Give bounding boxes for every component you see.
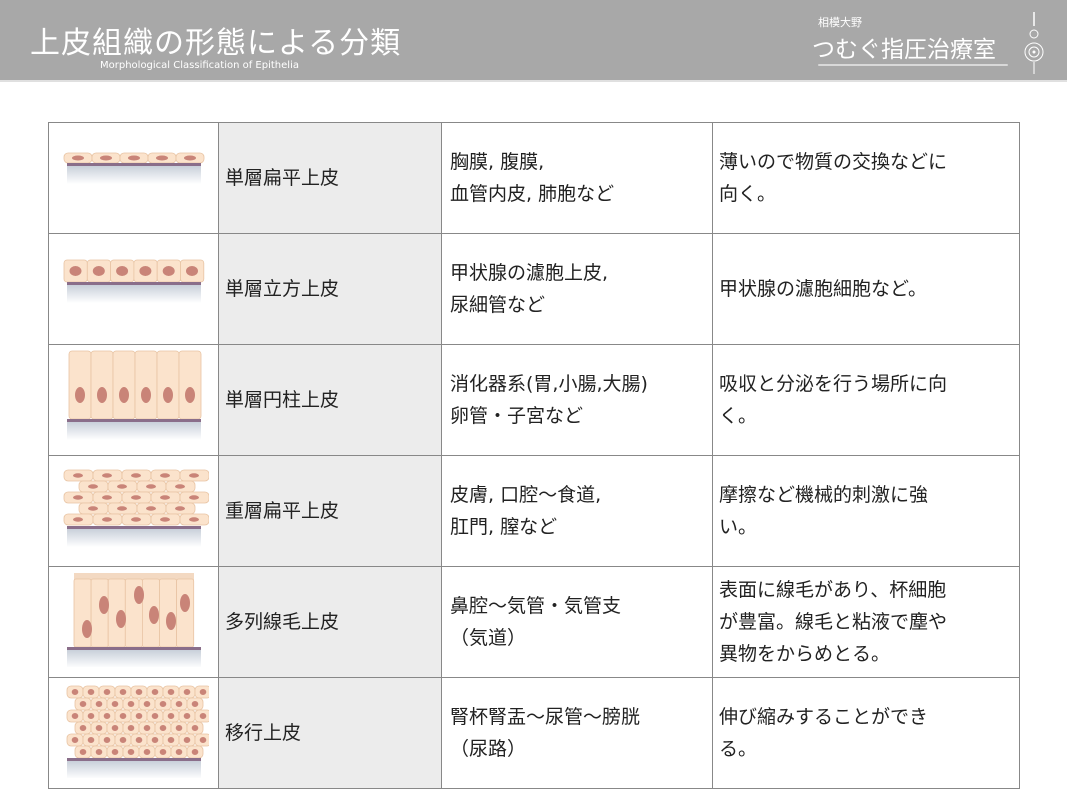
location-line: 腎杯腎盂〜尿管〜膀胱 [450,706,641,728]
epithelium-feature: 摩擦など機械的刺激に強い。 [712,455,1020,567]
epithelium-name: 単層立方上皮 [218,233,442,345]
stratified-epithelium-illustration [48,455,219,567]
epithelium-location: 甲状腺の濾胞上皮, 尿細管など [441,233,713,345]
epithelium-name: 単層扁平上皮 [218,122,442,234]
epithelium-location: 皮膚, 口腔〜食道, 肛門, 膣など [441,455,713,567]
feature-line: 表面に線毛があり、杯細胞 [719,579,947,601]
table-row: 重層扁平上皮 皮膚, 口腔〜食道, 肛門, 膣など 摩擦など機械的刺激に強い。 [48,455,1020,567]
epithelium-feature: 薄いので物質の交換などに向く。 [712,122,1020,234]
feature-line: 甲状腺の濾胞細胞など。 [719,278,928,300]
brand-underline [818,64,1008,66]
table-row: 単層円柱上皮 消化器系(胃,小腸,大腸) 卵管・子宮など 吸収と分泌を行う場所に向… [48,344,1020,456]
table-row: 移行上皮 腎杯腎盂〜尿管〜膀胱 （尿路） 伸び縮みすることができる。 [48,677,1020,789]
location-line: （尿路） [450,738,527,760]
epithelium-feature: 甲状腺の濾胞細胞など。 [712,233,1020,345]
location-line: 血管内皮, 肺胞など [450,183,615,205]
epithelia-table: 単層扁平上皮 胸膜, 腹膜, 血管内皮, 肺胞など 薄いので物質の交換などに向く。… [48,122,1020,789]
brand-name: つむぐ指圧治療室 [812,37,996,63]
location-line: 消化器系(胃,小腸,大腸) [450,373,648,395]
feature-line: 伸び縮みすることができ [719,706,929,728]
feature-line: 向く。 [719,183,777,205]
location-line: 甲状腺の濾胞上皮, [450,262,609,284]
epithelium-name: 多列線毛上皮 [218,566,442,678]
spiral-logo-icon [1024,12,1044,74]
location-line: 鼻腔〜気管・気管支 [450,595,622,617]
epithelium-name: 単層円柱上皮 [218,344,442,456]
epithelium-location: 鼻腔〜気管・気管支 （気道） [441,566,713,678]
table-row: 多列線毛上皮 鼻腔〜気管・気管支 （気道） 表面に線毛があり、杯細胞が豊富。線毛と… [48,566,1020,678]
feature-line: 薄いので物質の交換などに [719,151,948,173]
header-banner: 上皮組織の形態による分類 Morphological Classificatio… [0,0,1067,82]
location-line: （気道） [450,627,527,649]
location-line: 胸膜, 腹膜, [450,151,545,173]
feature-line: が豊富。線毛と粘液で塵や [719,611,948,633]
location-line: 尿細管など [450,294,546,316]
table-row: 単層立方上皮 甲状腺の濾胞上皮, 尿細管など 甲状腺の濾胞細胞など。 [48,233,1020,345]
epithelium-name: 重層扁平上皮 [218,455,442,567]
location-line: 皮膚, 口腔〜食道, [450,484,602,506]
epithelium-feature: 伸び縮みすることができる。 [712,677,1020,789]
feature-line: く。 [719,405,758,427]
epithelium-feature: 吸収と分泌を行う場所に向く。 [712,344,1020,456]
epithelium-name: 移行上皮 [218,677,442,789]
brand-location: 相模大野 [818,16,862,29]
columnar-epithelium-illustration [48,344,219,456]
feature-line: い。 [719,516,758,538]
feature-line: 摩擦など機械的刺激に強 [719,484,929,506]
epithelium-location: 胸膜, 腹膜, 血管内皮, 肺胞など [441,122,713,234]
page-title: 上皮組織の形態による分類 [30,26,402,61]
epithelium-location: 腎杯腎盂〜尿管〜膀胱 （尿路） [441,677,713,789]
location-line: 肛門, 膣など [450,516,558,538]
epithelium-feature: 表面に線毛があり、杯細胞が豊富。線毛と粘液で塵や異物をからめとる。 [712,566,1020,678]
epithelium-location: 消化器系(胃,小腸,大腸) 卵管・子宮など [441,344,713,456]
cuboidal-epithelium-illustration [48,233,219,345]
feature-line: る。 [719,738,758,760]
feature-line: 異物をからめとる。 [719,643,891,665]
squamous-epithelium-illustration [48,122,219,234]
pseudostratified-epithelium-illustration [48,566,219,678]
table-row: 単層扁平上皮 胸膜, 腹膜, 血管内皮, 肺胞など 薄いので物質の交換などに向く。 [48,122,1020,234]
feature-line: 吸収と分泌を行う場所に向 [719,373,948,395]
location-line: 卵管・子宮など [450,405,584,427]
transitional-epithelium-illustration [48,677,219,789]
page-subtitle: Morphological Classification of Epitheli… [100,60,299,71]
